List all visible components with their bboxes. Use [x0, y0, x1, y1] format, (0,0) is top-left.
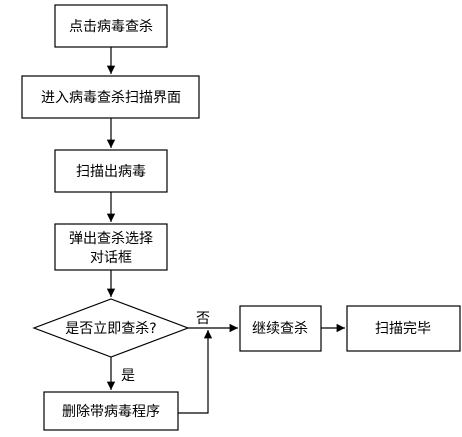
virus-found-box	[54, 149, 168, 193]
yes-label: 是	[121, 368, 135, 384]
click-scan-box	[54, 4, 168, 48]
edge-delete-return	[178, 330, 213, 414]
scan-complete-label: 扫描完毕	[375, 321, 431, 337]
no-label: 否	[196, 311, 210, 327]
delete-program-box	[43, 391, 179, 431]
popup-dialog-label-line1: 弹出查杀选择	[69, 231, 153, 247]
click-scan-label: 点击病毒查杀	[69, 19, 153, 35]
enter-scan-ui-label: 进入病毒查杀扫描界面	[41, 90, 181, 106]
popup-dialog-label-line2: 对话框	[90, 250, 132, 266]
decision-label: 是否立即查杀?	[65, 321, 156, 337]
delete-program-label: 删除带病毒程序	[62, 404, 160, 420]
enter-scan-ui-box	[21, 75, 200, 119]
continue-scan-box	[239, 305, 322, 352]
scan-complete-box	[346, 305, 461, 352]
continue-scan-label: 继续查杀	[252, 320, 308, 337]
virus-found-label: 扫描出病毒	[76, 164, 146, 180]
